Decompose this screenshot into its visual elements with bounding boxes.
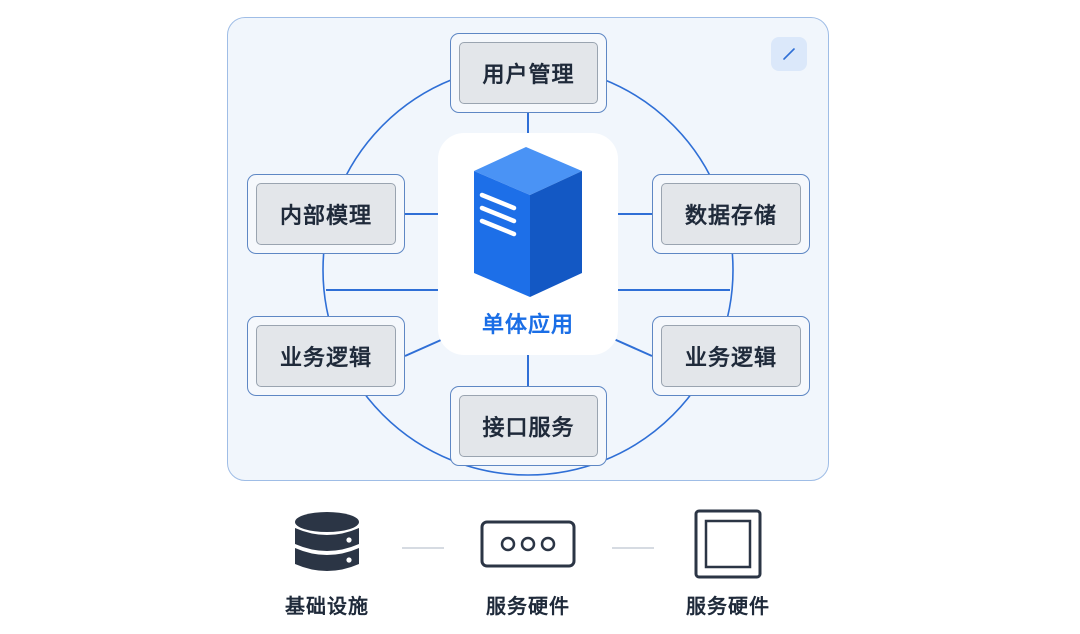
square-frame-icon <box>694 509 762 579</box>
divider-left <box>402 547 444 549</box>
module-right-upper-label: 数据存储 <box>661 183 801 245</box>
infrastructure-label-3: 服务硬件 <box>686 594 770 618</box>
module-bottom[interactable]: 接口服务 <box>450 386 607 466</box>
module-right-lower[interactable]: 业务逻辑 <box>652 316 810 396</box>
module-right-upper[interactable]: 数据存储 <box>652 174 810 254</box>
server-cube-icon <box>474 147 582 297</box>
module-left-upper[interactable]: 内部模理 <box>247 174 405 254</box>
infrastructure-label-1: 基础设施 <box>285 594 369 618</box>
module-left-upper-label: 内部模理 <box>256 183 396 245</box>
module-top[interactable]: 用户管理 <box>450 33 607 113</box>
infrastructure-label-2: 服务硬件 <box>486 594 570 618</box>
edit-button[interactable] <box>771 37 807 71</box>
monolith-label: 单体应用 <box>481 313 574 338</box>
module-left-lower[interactable]: 业务逻辑 <box>247 316 405 396</box>
divider-right <box>612 547 654 549</box>
module-right-lower-label: 业务逻辑 <box>661 325 801 387</box>
database-icon <box>295 512 359 571</box>
monolith-card[interactable]: 单体应用 <box>438 133 618 355</box>
module-bottom-label: 接口服务 <box>459 395 598 457</box>
module-top-label: 用户管理 <box>459 42 598 104</box>
module-left-lower-label: 业务逻辑 <box>256 325 396 387</box>
pencil-icon <box>783 48 795 60</box>
hardware-panel-icon <box>480 520 576 568</box>
